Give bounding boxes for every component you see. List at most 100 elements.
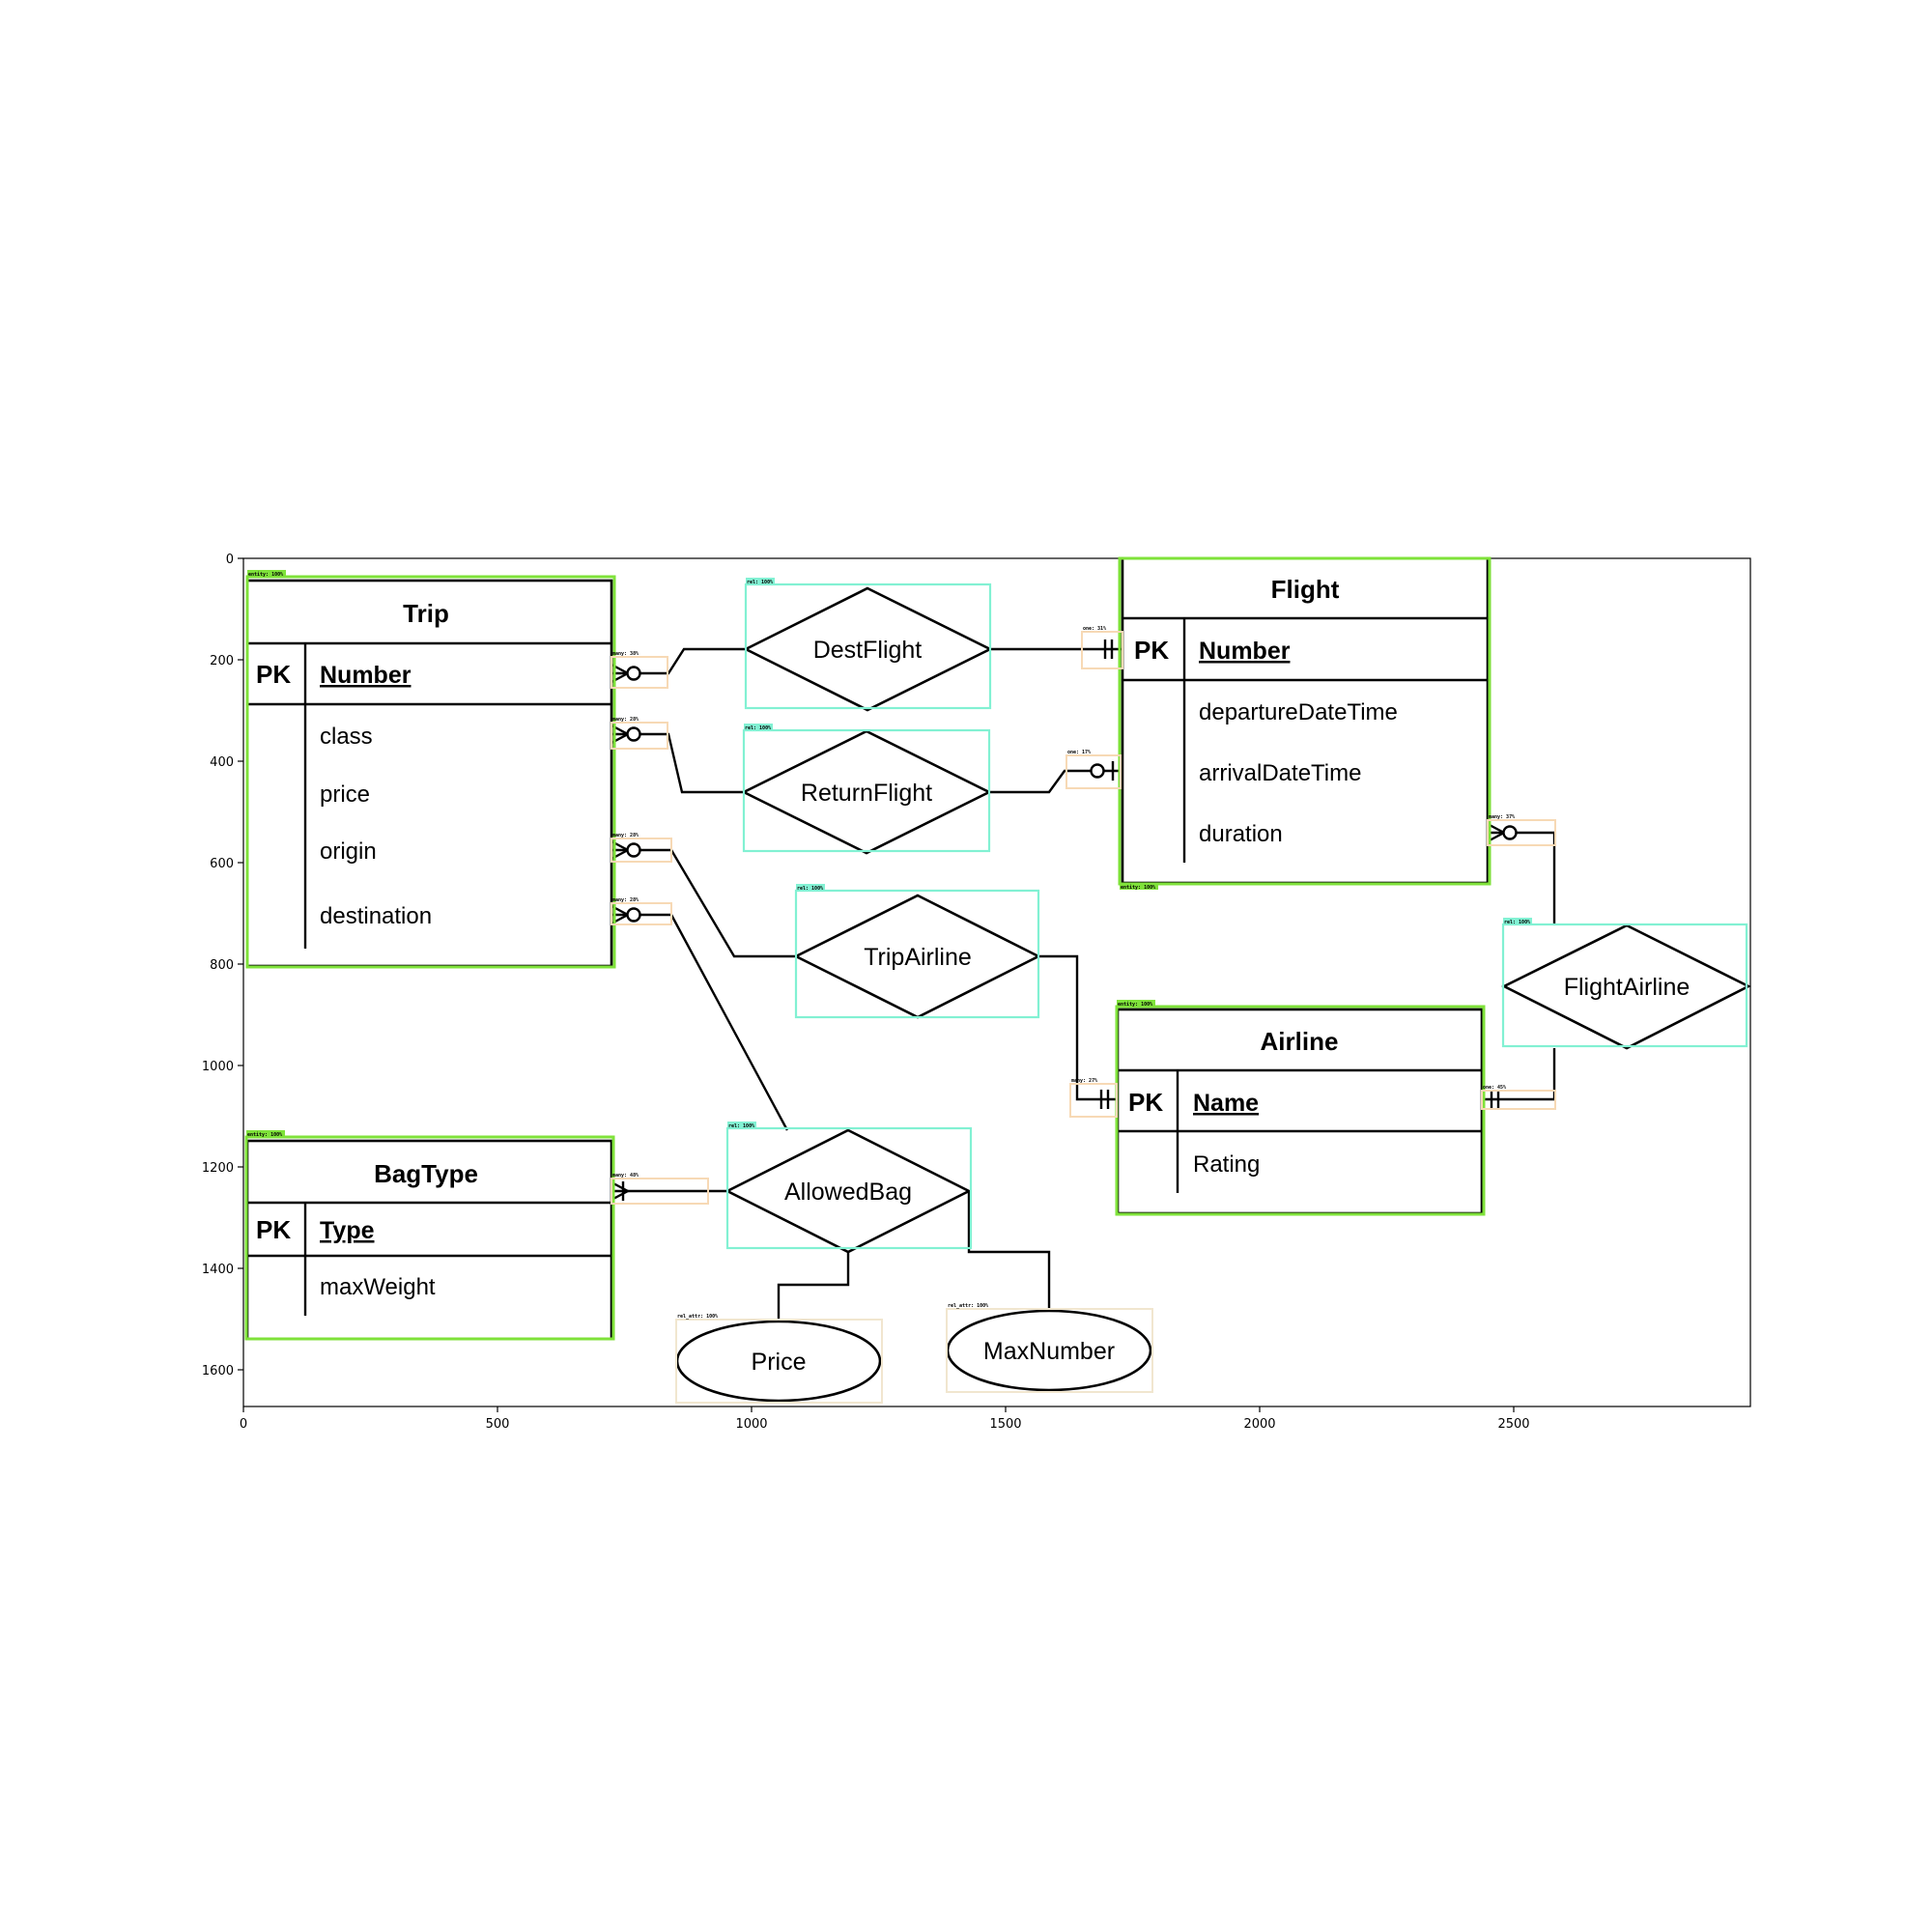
detection-tag-bg bbox=[246, 1130, 285, 1137]
detection-tag: many: 48% bbox=[612, 1173, 639, 1179]
entity-title: BagType bbox=[374, 1159, 478, 1188]
detection-tag-bg bbox=[796, 884, 825, 891]
y-tick-label: 600 bbox=[210, 857, 234, 871]
detection-box bbox=[1069, 1083, 1118, 1118]
detection-box bbox=[1081, 631, 1123, 669]
y-tick-label: 1200 bbox=[202, 1161, 234, 1176]
detection-tag: many: 28% bbox=[612, 833, 639, 838]
x-axis-ticks bbox=[242, 1406, 1515, 1412]
entity-attribute: price bbox=[320, 781, 370, 808]
detection-tag: one: 45% bbox=[1483, 1085, 1506, 1091]
detection-box bbox=[1065, 754, 1122, 789]
relationship-label: ReturnFlight bbox=[801, 780, 932, 807]
detection-tag-bg bbox=[727, 1122, 756, 1128]
entity-frame bbox=[245, 1139, 613, 1341]
exactly-one-symbol bbox=[1099, 1090, 1110, 1109]
detection-tag: rel: 100% bbox=[1504, 920, 1530, 925]
detection-box bbox=[245, 575, 616, 969]
detection-attribute-boxes: rel_attr: 100% rel_attr: 100% bbox=[675, 1303, 1153, 1404]
detection-tag: rel: 100% bbox=[747, 580, 773, 585]
relationship-flightairline: FlightAirline bbox=[1501, 923, 1751, 1050]
entity-attribute: destination bbox=[320, 903, 432, 929]
entity-frame bbox=[245, 579, 613, 968]
detection-tag: rel: 100% bbox=[745, 725, 771, 731]
entity-bagtype: BagType PK Type maxWeight bbox=[245, 1139, 613, 1341]
y-tick-label: 400 bbox=[210, 755, 234, 770]
detection-tag: one: 31% bbox=[1083, 626, 1106, 632]
attribute-label: MaxNumber bbox=[983, 1338, 1115, 1365]
primary-key: Number bbox=[1199, 638, 1291, 665]
detection-relationship-boxes: rel: 100% rel: 100% rel: 100% rel: 100% … bbox=[725, 578, 1748, 1250]
relationship-diamond bbox=[743, 586, 993, 712]
pk-label: PK bbox=[256, 660, 291, 689]
entity-title: Airline bbox=[1261, 1027, 1339, 1056]
rel-attribute-maxnumber: MaxNumber bbox=[946, 1309, 1152, 1392]
x-tick-label: 0 bbox=[240, 1417, 247, 1432]
entity-title: Trip bbox=[403, 599, 449, 628]
plot-frame bbox=[242, 557, 1751, 1407]
x-tick-label: 1000 bbox=[735, 1417, 767, 1432]
detection-entity-boxes: entity: 100% entity: 100% entity: 100% e… bbox=[244, 556, 1492, 1341]
detection-tag: one: 17% bbox=[1067, 750, 1091, 755]
detection-box bbox=[946, 1308, 1153, 1393]
primary-key: Type bbox=[320, 1217, 375, 1244]
detection-tag-bg bbox=[247, 570, 286, 577]
detection-tag: many: 37% bbox=[1489, 814, 1515, 820]
y-tick-label: 800 bbox=[210, 958, 234, 973]
relationship-destflight: DestFlight bbox=[743, 586, 993, 712]
entity-trip: Trip PK Number class price origin destin… bbox=[245, 579, 613, 968]
pk-label: PK bbox=[1128, 1088, 1163, 1117]
relationship-label: DestFlight bbox=[813, 637, 923, 664]
detection-tag: many: 28% bbox=[612, 717, 639, 723]
connector-allowedbag-price bbox=[777, 1248, 850, 1321]
pk-label: PK bbox=[1134, 636, 1169, 665]
exactly-one-symbol bbox=[1103, 639, 1114, 659]
connector-flightairline-airline bbox=[1482, 1048, 1556, 1101]
relationship-label: AllowedBag bbox=[784, 1179, 912, 1206]
y-axis-ticks bbox=[238, 557, 243, 1371]
connector-trip-tripairline bbox=[611, 848, 796, 958]
connector-allowedbag-maxnumber bbox=[967, 1191, 1051, 1310]
y-tick-label: 1000 bbox=[202, 1060, 234, 1074]
relationship-allowedbag: AllowedBag bbox=[724, 1128, 972, 1254]
x-tick-label: 2500 bbox=[1497, 1417, 1529, 1432]
connector-tripairline-airline bbox=[1038, 954, 1116, 1101]
connector-trip-allowedbag bbox=[611, 913, 789, 1131]
detection-tag-bg bbox=[746, 578, 775, 584]
connector-trip-returnflight bbox=[611, 732, 744, 794]
relationship-returnflight: ReturnFlight bbox=[741, 729, 992, 855]
detection-tag-bg bbox=[744, 724, 773, 730]
x-tick-label: 1500 bbox=[989, 1417, 1021, 1432]
y-tick-label: 1400 bbox=[202, 1263, 234, 1277]
entity-title: Flight bbox=[1271, 575, 1340, 604]
detection-box bbox=[611, 1178, 709, 1205]
detection-tag: many: 38% bbox=[612, 651, 639, 657]
detection-tag-bg bbox=[1503, 918, 1532, 924]
detection-box bbox=[742, 728, 991, 853]
relationship-label: FlightAirline bbox=[1564, 974, 1690, 1001]
entity-attribute: class bbox=[320, 724, 373, 750]
relationship-tripairline: TripAirline bbox=[793, 894, 1041, 1019]
detection-tag-bg bbox=[1117, 1000, 1155, 1007]
relationship-diamond bbox=[1501, 923, 1751, 1050]
detection-cardinality-boxes: many: 38% many: 28% many: 28% many: 28% … bbox=[611, 626, 1556, 1205]
rel-attribute-price: Price bbox=[675, 1320, 882, 1403]
detection-box bbox=[1118, 556, 1492, 886]
detection-tag: entity: 100% bbox=[1121, 885, 1155, 891]
entity-attribute: duration bbox=[1199, 821, 1283, 847]
detection-box bbox=[1487, 819, 1556, 846]
detection-tag-bg bbox=[1120, 883, 1158, 890]
y-tick-label: 1600 bbox=[202, 1364, 234, 1378]
relationship-diamond bbox=[724, 1128, 972, 1254]
x-tick-label: 500 bbox=[486, 1417, 510, 1432]
entity-attribute: departureDateTime bbox=[1199, 699, 1398, 725]
detection-box bbox=[725, 1126, 973, 1250]
relationship-label: TripAirline bbox=[864, 944, 972, 971]
detection-box bbox=[244, 1135, 615, 1341]
detection-tag: many: 28% bbox=[612, 897, 639, 903]
y-tick-label: 0 bbox=[226, 553, 234, 567]
detection-tag: entity: 100% bbox=[1118, 1002, 1152, 1008]
crows-foot-zero-many-symbol bbox=[611, 724, 641, 745]
detection-box bbox=[744, 582, 992, 710]
